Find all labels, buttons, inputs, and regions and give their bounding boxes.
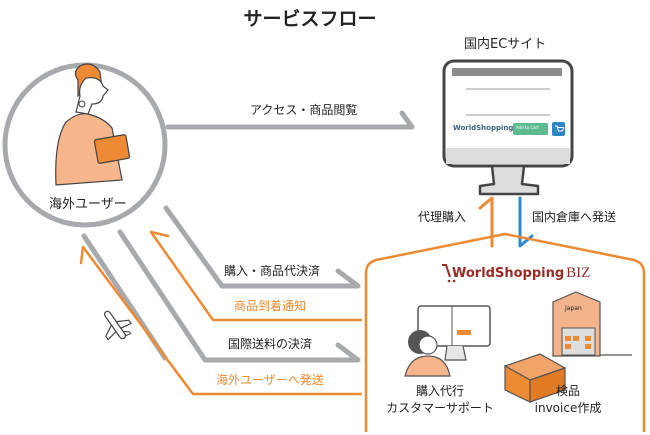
flow-label-ship-to-warehouse: 国内倉庫へ発送 bbox=[532, 210, 617, 224]
service-inspection-invoice-line2: invoice作成 bbox=[534, 401, 602, 415]
ec-site-monitor bbox=[442, 59, 574, 196]
ec-site-label: 国内ECサイト bbox=[464, 37, 547, 52]
flow-line-ship-to-user bbox=[81, 246, 362, 396]
flow-label-intl-shipping-payment: 国際送料の決済 bbox=[228, 337, 313, 351]
service-purchase-support: 購入代行 カスタマーサポート bbox=[385, 384, 495, 415]
flow-line-purchase-payment bbox=[163, 205, 361, 289]
cardboard-box-illustration bbox=[503, 353, 567, 403]
service-purchase-support-line2: カスタマーサポート bbox=[386, 401, 494, 415]
flow-label-arrival-notice: 商品到着通知 bbox=[234, 299, 307, 313]
warehouse-sign: Japan bbox=[565, 305, 582, 312]
overseas-user-label: 海外ユーザー bbox=[49, 197, 127, 212]
flow-line-arrival-notice bbox=[149, 231, 362, 322]
page-title: サービスフロー bbox=[0, 4, 650, 31]
flow-line-intl-shipping-payment bbox=[117, 229, 361, 363]
worldshopping-biz-house bbox=[364, 232, 646, 432]
flow-line-proxy-purchase bbox=[478, 196, 494, 248]
ec-site-screen-logo: WorldShopping bbox=[453, 124, 514, 132]
worldshopping-biz-cart-icon bbox=[442, 264, 456, 283]
worldshopping-biz-logo-suffix: BIZ bbox=[566, 265, 591, 281]
arrow-head-arrival-notice bbox=[149, 230, 170, 238]
overseas-user-illustration bbox=[55, 63, 131, 186]
flow-label-purchase-payment: 購入・商品代決済 bbox=[224, 264, 321, 278]
add-to-cart-label: Add to Cart bbox=[516, 125, 539, 130]
flow-label-access: アクセス・商品閲覧 bbox=[250, 103, 358, 117]
customer-support-illustration bbox=[404, 305, 491, 377]
airplane-icon bbox=[103, 310, 132, 341]
service-inspection-invoice: 検品 invoice作成 bbox=[523, 384, 613, 415]
add-to-cart-button bbox=[513, 123, 548, 135]
flow-line-access bbox=[165, 110, 415, 130]
warehouse-illustration bbox=[552, 291, 632, 357]
flow-label-proxy-purchase: 代理購入 bbox=[418, 210, 467, 224]
page-title-text: サービスフロー bbox=[243, 8, 377, 30]
service-purchase-support-line1: 購入代行 bbox=[415, 384, 464, 398]
flow-label-ship-to-user: 海外ユーザーへ発送 bbox=[216, 373, 324, 387]
arrow-head-ship-to-user bbox=[79, 245, 85, 265]
service-inspection-invoice-line1: 検品 bbox=[555, 384, 580, 398]
worldshopping-biz-logo-main: WorldShopping bbox=[452, 266, 565, 281]
